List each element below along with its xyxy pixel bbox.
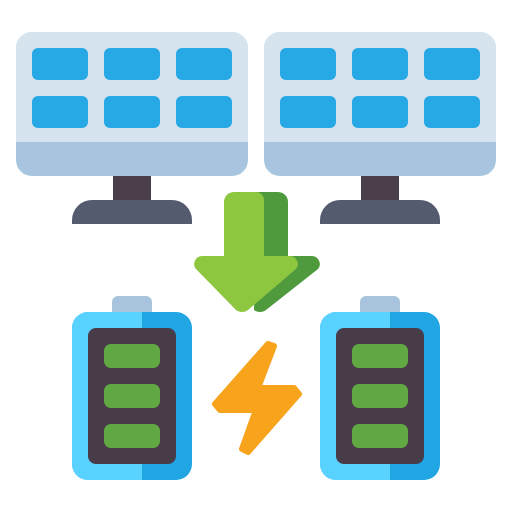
panel-cell — [352, 48, 408, 80]
battery-right-icon — [320, 296, 440, 480]
panel-cell — [280, 96, 336, 128]
panel-cell — [176, 96, 232, 128]
panel-cells — [32, 48, 232, 128]
panel-cells — [280, 48, 480, 128]
solar-panel-right-icon — [264, 32, 496, 224]
charge-bar — [104, 344, 160, 368]
down-arrow-icon — [194, 192, 320, 312]
arrow-front — [194, 192, 298, 312]
charge-bar — [104, 384, 160, 408]
charge-bar — [104, 424, 160, 448]
charge-bar — [352, 344, 408, 368]
battery-left-icon — [72, 296, 192, 480]
panel-cell — [352, 96, 408, 128]
lightning-bolt-icon — [212, 341, 302, 455]
battery-charge-bars — [104, 344, 160, 448]
charge-bar — [352, 384, 408, 408]
panel-cell — [280, 48, 336, 80]
panel-cell — [32, 48, 88, 80]
charge-bar — [352, 424, 408, 448]
panel-cell — [104, 96, 160, 128]
solar-panel-left-icon — [16, 32, 248, 224]
panel-stand-base — [320, 200, 440, 224]
panel-cell — [424, 48, 480, 80]
panel-cell — [104, 48, 160, 80]
battery-charge-bars — [352, 344, 408, 448]
panel-stand-base — [72, 200, 192, 224]
panel-cell — [424, 96, 480, 128]
panel-cell — [176, 48, 232, 80]
panel-cell — [32, 96, 88, 128]
